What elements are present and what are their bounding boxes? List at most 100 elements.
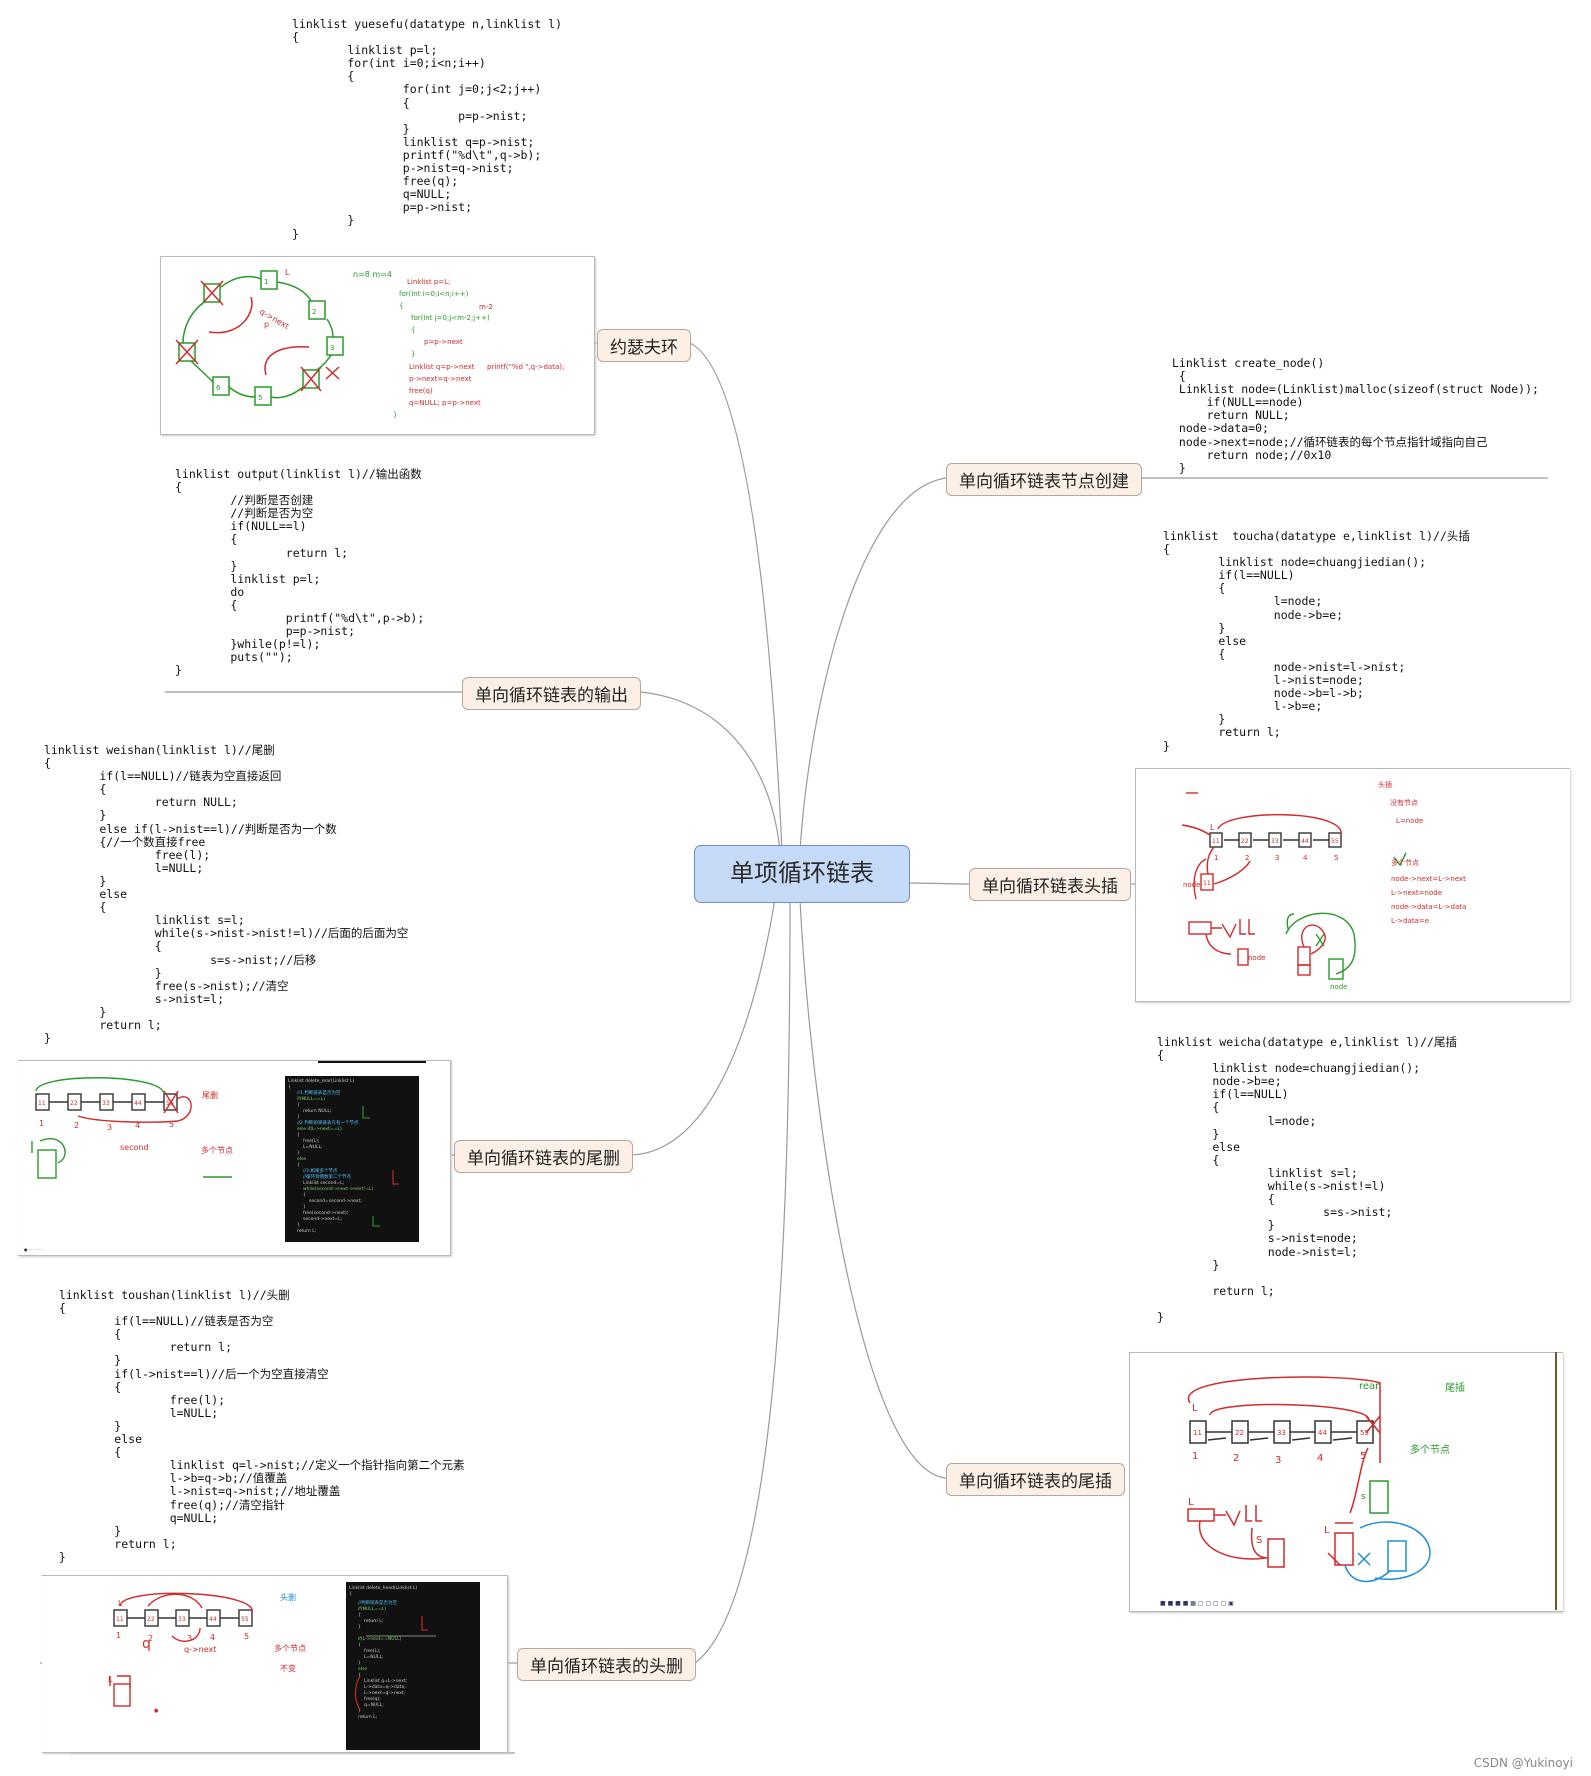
svg-text:L: L xyxy=(108,1675,113,1684)
svg-text:11: 11 xyxy=(38,1100,46,1107)
svg-text:{: { xyxy=(288,1084,291,1090)
svg-text:4: 4 xyxy=(210,1633,215,1642)
svg-text:55: 55 xyxy=(166,1100,174,1107)
svg-text:不变: 不变 xyxy=(280,1663,296,1673)
svg-text:11: 11 xyxy=(116,1616,124,1623)
svg-text:else: else xyxy=(297,1156,306,1162)
svg-text:2: 2 xyxy=(74,1121,79,1130)
svg-text:{: { xyxy=(297,1102,300,1108)
svg-text:2: 2 xyxy=(312,308,316,316)
svg-text:node: node xyxy=(1330,983,1347,991)
svg-text:}: } xyxy=(358,1660,361,1666)
svg-text:11: 11 xyxy=(1203,880,1211,887)
code-output: linklist output(linklist l)//输出函数 { //判断… xyxy=(175,468,424,678)
svg-text:3: 3 xyxy=(1275,1455,1281,1466)
svg-text:node: node xyxy=(1248,954,1265,962)
central-topic[interactable]: 单项循环链表 xyxy=(694,845,910,903)
svg-text:L->next=node: L->next=node xyxy=(1391,889,1442,897)
svg-text:}: } xyxy=(297,1222,300,1228)
branch-head-delete[interactable]: 单向循环链表的头删 xyxy=(517,1648,696,1681)
svg-text:{: { xyxy=(303,1192,306,1198)
svg-text:4: 4 xyxy=(1303,854,1308,862)
svg-text:头删: 头删 xyxy=(280,1592,296,1602)
svg-text:44: 44 xyxy=(209,1616,217,1623)
svg-text:尾插: 尾插 xyxy=(1445,1381,1465,1394)
svg-text:L=node: L=node xyxy=(1396,817,1423,825)
svg-text:q: q xyxy=(142,1636,151,1652)
svg-text:44: 44 xyxy=(1318,1429,1327,1437)
svg-text:q=NULL;: q=NULL; xyxy=(364,1702,384,1708)
svg-text:5: 5 xyxy=(258,394,262,402)
svg-text:p->next=q->next: p->next=q->next xyxy=(409,375,472,383)
svg-text:p=p->next: p=p->next xyxy=(424,338,463,346)
svg-text://判断链表是否为空: //判断链表是否为空 xyxy=(358,1599,398,1606)
svg-text:p: p xyxy=(264,320,269,329)
branch-josephus[interactable]: 约瑟夫环 xyxy=(597,329,691,362)
svg-text:second=second->next;: second=second->next; xyxy=(309,1198,362,1204)
svg-text:1: 1 xyxy=(264,278,268,286)
svg-text:头插: 头插 xyxy=(1378,780,1392,789)
connector-head-delete xyxy=(695,900,790,1663)
svg-text:node: node xyxy=(1183,881,1200,889)
svg-text:1: 1 xyxy=(116,1631,121,1640)
svg-text:second->next=L;: second->next=L; xyxy=(303,1216,342,1222)
branch-output[interactable]: 单向循环链表的输出 xyxy=(462,677,641,710)
svg-text:L->next=q->next;: L->next=q->next; xyxy=(364,1690,405,1696)
svg-text:rear: rear xyxy=(1359,1381,1380,1392)
svg-text:if(L->next==NULL): if(L->next==NULL) xyxy=(358,1636,402,1642)
svg-text:5: 5 xyxy=(169,1120,174,1129)
svg-text:4: 4 xyxy=(135,1121,140,1130)
svg-text://2.判断如果链表只有一个节点: //2.判断如果链表只有一个节点 xyxy=(297,1119,359,1126)
svg-text:Linklist delete_head(Linklist: Linklist delete_head(Linklist L) xyxy=(349,1585,417,1591)
svg-text:{: { xyxy=(349,1591,352,1597)
svg-text:Linklist delete_rear(Linklist: Linklist delete_rear(Linklist L) xyxy=(288,1078,354,1084)
svg-text:for(int j=0;j<m-2;j++): for(int j=0;j<m-2;j++) xyxy=(411,314,490,322)
svg-text:33: 33 xyxy=(1277,1429,1286,1437)
svg-text:L: L xyxy=(1210,823,1215,832)
svg-text:多个节点: 多个节点 xyxy=(274,1643,306,1653)
connector-head-insert xyxy=(908,883,969,884)
svg-text:free(L);: free(L); xyxy=(303,1138,319,1144)
svg-text:{: { xyxy=(358,1642,361,1648)
tail-insert-edge-line xyxy=(1555,1352,1557,1610)
svg-text:free(q);: free(q); xyxy=(364,1696,381,1702)
svg-text:free(L);: free(L); xyxy=(364,1648,380,1654)
svg-text:Linklist p=L;: Linklist p=L; xyxy=(407,278,450,286)
branch-create-node[interactable]: 单向循环链表节点创建 xyxy=(946,463,1142,496)
svg-text:■ ■ ■ ■ ▦ ▢ ▢ ▢ ▢ ▣: ■ ■ ■ ■ ▦ ▢ ▢ ▢ ▢ ▣ xyxy=(1160,1600,1234,1607)
branch-tail-insert[interactable]: 单向循环链表的尾插 xyxy=(946,1463,1125,1496)
svg-text:L->data=q->data;: L->data=q->data; xyxy=(364,1684,406,1690)
svg-text:5: 5 xyxy=(1360,1451,1366,1462)
sketch-josephus: 1 2 3 5 6 L q->next p n=8 m=4 Linklist p… xyxy=(160,256,595,435)
svg-text:}: } xyxy=(297,1114,300,1120)
svg-text:3: 3 xyxy=(330,344,334,352)
connector-tail-delete xyxy=(632,880,778,1155)
svg-text:{: { xyxy=(297,1162,300,1168)
tail-delete-code-screenshot: Linklist delete_rear(Linklist L) { //1.判… xyxy=(285,1076,419,1242)
connector-output xyxy=(640,692,780,850)
svg-text:printf("%d ",q->data);: printf("%d ",q->data); xyxy=(487,363,564,371)
svg-text:L: L xyxy=(1192,1403,1198,1414)
svg-text:尾删: 尾删 xyxy=(202,1090,218,1100)
svg-text:L: L xyxy=(1324,1525,1330,1536)
connector-tail-insert xyxy=(800,900,946,1478)
svg-text:L=NULL;: L=NULL; xyxy=(364,1654,383,1660)
svg-text:L: L xyxy=(1188,1497,1194,1508)
svg-text:return L;: return L; xyxy=(364,1618,383,1624)
svg-text:33: 33 xyxy=(102,1100,110,1107)
branch-head-insert[interactable]: 单向循环链表头插 xyxy=(969,868,1131,901)
code-tail-insert: linklist weicha(datatype e,linklist l)//… xyxy=(1157,1036,1457,1324)
branch-tail-delete[interactable]: 单向循环链表的尾删 xyxy=(454,1140,633,1173)
svg-text:1: 1 xyxy=(1214,854,1218,862)
svg-text:4: 4 xyxy=(1317,1453,1323,1464)
svg-text:44: 44 xyxy=(134,1100,142,1107)
svg-text:11: 11 xyxy=(1212,838,1220,845)
svg-text:return L;: return L; xyxy=(297,1228,316,1234)
svg-text:}: } xyxy=(297,1150,300,1156)
svg-text:n=8 m=4: n=8 m=4 xyxy=(353,270,392,279)
code-tail-delete: linklist weishan(linklist l)//尾删 { if(l=… xyxy=(44,744,408,1045)
svg-text:{: { xyxy=(411,326,415,334)
